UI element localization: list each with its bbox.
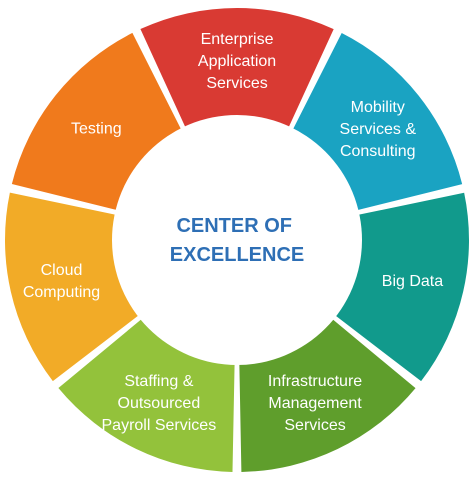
center-label: CENTER OF EXCELLENCE [170,215,304,266]
segment-big-data [335,192,470,382]
segment-label-line: Computing [23,284,100,301]
segment-staffing-outsourced-payroll-services [58,319,235,472]
segment-label-line: Outsourced [118,395,201,412]
segment-label-line: Services & [340,121,417,138]
segment-label-line: Consulting [340,143,416,160]
segment-testing [11,32,182,211]
segment-enterprise-application-services [140,8,334,128]
center-label-line-2: EXCELLENCE [170,244,304,266]
segment-label-line: Enterprise [201,31,274,48]
segment-label-line: Application [198,53,276,70]
segment-label-testing: Testing [71,121,122,138]
segment-label-line: Services [206,75,267,92]
segment-label-line: Cloud [41,262,83,279]
center-label-line-1: CENTER OF [176,215,292,237]
segment-label-line: Infrastructure [268,373,362,390]
segment-label-line: Staffing & [124,373,193,390]
center-disc [112,115,362,365]
segment-label-line: Payroll Services [102,417,217,434]
segment-label-line: Mobility [351,99,405,116]
segment-mobility-services-consulting [292,32,463,211]
segment-label-line: Services [284,417,345,434]
segment-infrastructure-management-services [239,319,416,472]
segment-label-big-data: Big Data [382,273,443,290]
wheel-segments [4,8,470,472]
segment-label-line: Big Data [382,273,443,290]
segment-label-line: Testing [71,121,122,138]
segment-cloud-computing [4,192,139,382]
segment-label-line: Management [268,395,362,412]
